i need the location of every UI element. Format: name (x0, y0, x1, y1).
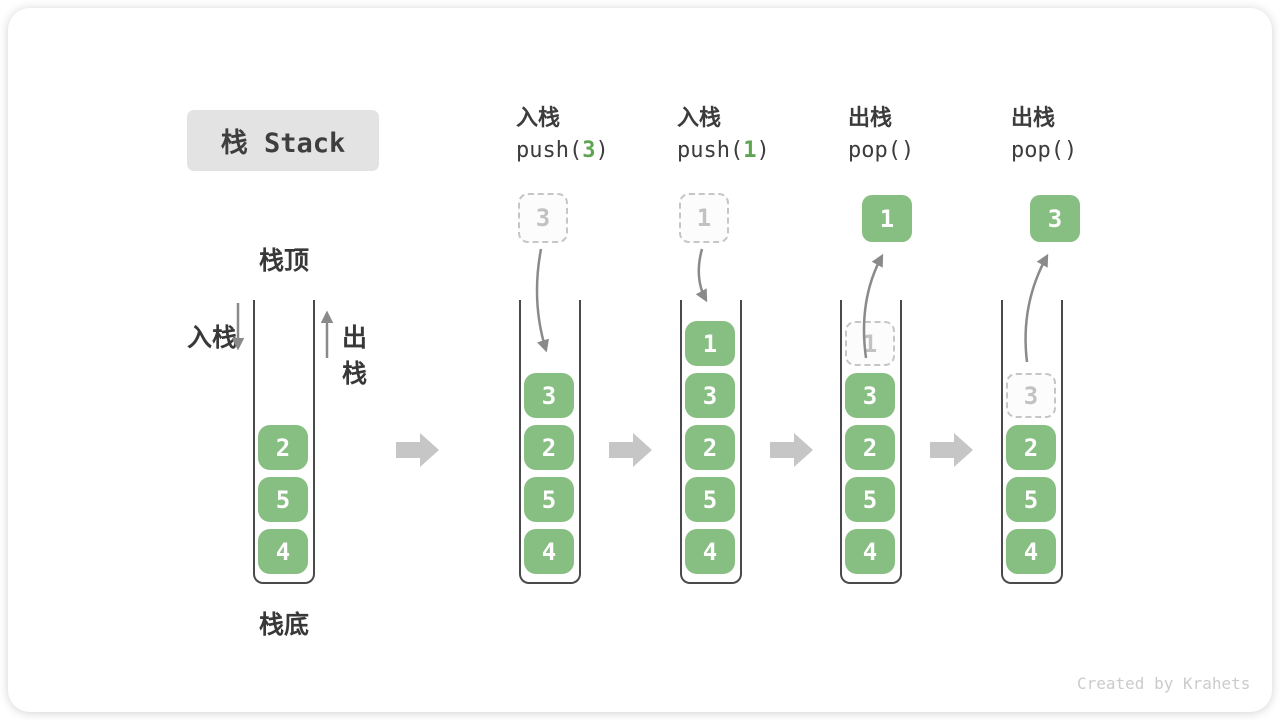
stack-column-push-1: 入栈 push(1) 1 1 3 2 5 4 (677, 0, 770, 720)
stack-well: 3 2 5 4 (519, 300, 581, 584)
stack-cell: 5 (1006, 477, 1056, 522)
stack-cell: 4 (524, 529, 574, 574)
push-legend-label: 入栈 (187, 323, 238, 352)
stack-cell: 2 (524, 425, 574, 470)
step-label: 入栈 (516, 106, 561, 131)
step-transition-arrow-icon (396, 433, 439, 467)
diagram-title: 栈 Stack (187, 110, 379, 171)
stack-cell-ghost: 3 (1006, 373, 1056, 418)
incoming-value-box: 3 (518, 193, 568, 243)
stack-cell: 2 (845, 425, 895, 470)
stack-cell: 5 (685, 477, 735, 522)
step-header: 出栈 pop() (848, 104, 1048, 168)
step-transition-arrow-icon (609, 433, 652, 467)
step-transition-arrow-icon (930, 433, 973, 467)
step-code-arg: 1 (743, 138, 757, 163)
stack-cell: 3 (524, 373, 574, 418)
step-code: push(1) (677, 138, 770, 163)
popped-value-box: 3 (1030, 195, 1080, 242)
incoming-value-box: 1 (679, 193, 729, 243)
step-label: 出栈 (1011, 106, 1056, 131)
diagram-title-text: 栈 Stack (220, 128, 346, 159)
stack-column-pop-3: 出栈 pop() 3 3 2 5 4 (1001, 0, 1080, 720)
step-header: 入栈 push(1) (677, 104, 877, 168)
step-header: 出栈 pop() (1011, 104, 1211, 168)
stack-top-label: 栈顶 (258, 246, 309, 275)
stack-cell: 4 (845, 529, 895, 574)
stack-cell: 2 (258, 425, 308, 470)
popped-value-box: 1 (862, 195, 912, 242)
step-label: 入栈 (677, 106, 722, 131)
stack-cell: 3 (685, 373, 735, 418)
step-code-arg: 3 (582, 138, 596, 163)
stack-column-initial: 栈顶 入栈 出栈 2 5 4 栈底 (187, 0, 367, 720)
stack-cell: 4 (1006, 529, 1056, 574)
stack-cell: 5 (258, 477, 308, 522)
stack-column-pop-1: 出栈 pop() 1 1 3 2 5 4 (840, 0, 914, 720)
stack-well: 3 2 5 4 (1001, 300, 1063, 584)
step-code: pop() (1011, 138, 1078, 163)
step-header: 入栈 push(3) (516, 104, 716, 168)
stack-cell: 5 (524, 477, 574, 522)
stack-cell: 2 (1006, 425, 1056, 470)
step-transition-arrow-icon (770, 433, 813, 467)
pop-legend-label: 出栈 (342, 323, 368, 388)
stack-cell: 4 (258, 529, 308, 574)
stack-cell-ghost: 1 (845, 321, 895, 366)
stack-cell: 4 (685, 529, 735, 574)
stack-cell: 1 (685, 321, 735, 366)
step-code: push(3) (516, 138, 609, 163)
stack-cell: 3 (845, 373, 895, 418)
stack-column-push-3: 入栈 push(3) 3 3 2 5 4 (516, 0, 609, 720)
diagram-card: 栈 Stack 栈顶 入栈 出栈 2 5 4 栈底 入栈 push(3) 3 3… (8, 8, 1272, 712)
stack-well: 1 3 2 5 4 (680, 300, 742, 584)
step-label: 出栈 (848, 106, 893, 131)
stack-well: 2 5 4 (253, 300, 315, 584)
stack-cell: 5 (845, 477, 895, 522)
step-code: pop() (848, 138, 915, 163)
stack-bottom-label: 栈底 (258, 610, 309, 639)
watermark-credit: Created by Krahets (1077, 674, 1251, 693)
stack-cell: 2 (685, 425, 735, 470)
stack-well: 1 3 2 5 4 (840, 300, 902, 584)
